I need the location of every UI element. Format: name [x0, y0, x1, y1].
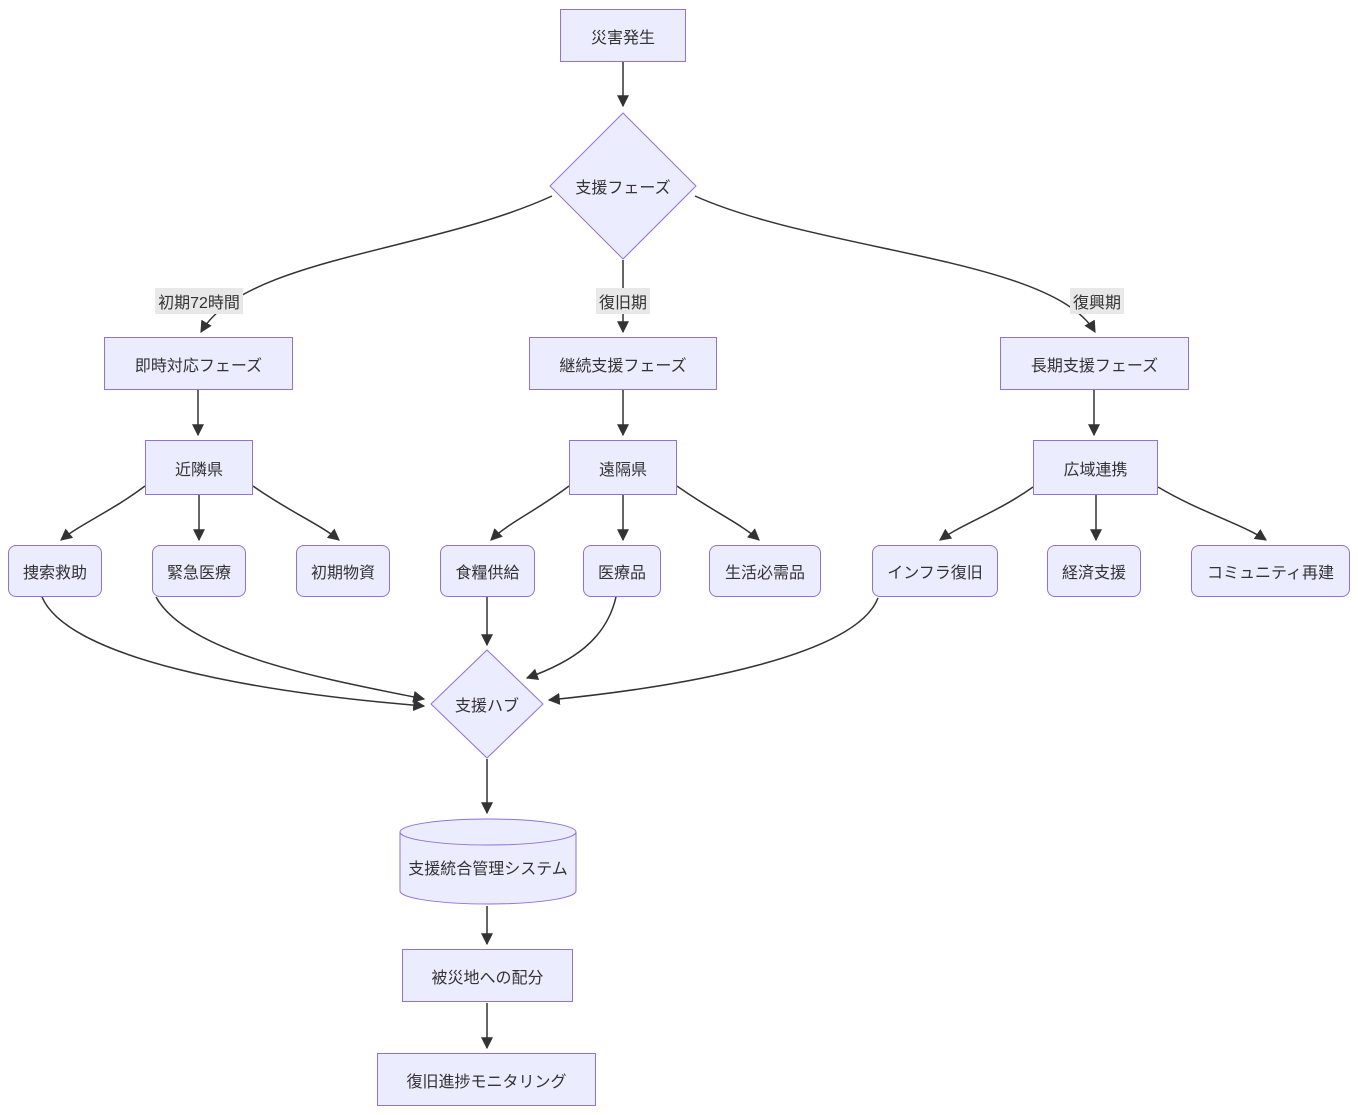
node-management-system: 支援統合管理システム [399, 818, 577, 906]
node-continuous-phase: 継続支援フェーズ [529, 337, 717, 390]
edge-label-initial-72h: 初期72時間 [155, 288, 243, 314]
node-emergency-medical: 緊急医療 [152, 545, 246, 597]
edge-label-recovery-period: 復旧期 [595, 288, 651, 314]
node-support-hub: 支援ハブ [430, 649, 544, 759]
node-immediate-phase: 即時対応フェーズ [104, 337, 293, 390]
support-hub-label: 支援ハブ [454, 698, 519, 715]
edge-remote-to-necessities [676, 485, 760, 541]
edge-neighbor-to-supplies [252, 485, 340, 541]
edge-search-to-hub [41, 596, 426, 712]
node-distribution: 被災地への配分 [402, 949, 573, 1002]
edge-phase-to-immediate [200, 195, 553, 334]
node-neighbor-pref: 近隣県 [145, 440, 253, 495]
node-monitoring: 復旧進捗モニタリング [377, 1053, 596, 1106]
phase-decision-label: 支援フェーズ [575, 180, 671, 197]
edge-label-reconstruction-period: 復興期 [1069, 288, 1125, 314]
edge-infra-to-hub [547, 597, 879, 705]
node-food-supply: 食糧供給 [440, 545, 535, 597]
node-longterm-phase: 長期支援フェーズ [1000, 337, 1189, 390]
management-system-cylinder-shape [399, 818, 577, 905]
node-economic-support: 経済支援 [1047, 545, 1141, 597]
edge-phase-to-longterm [694, 195, 1096, 334]
phase-decision-diamond-shape [549, 112, 697, 260]
edge-emergency-to-hub [155, 596, 426, 703]
node-search-rescue: 捜索救助 [8, 545, 102, 597]
node-wide-area: 広域連携 [1033, 440, 1158, 495]
node-community-rebuild: コミュニティ再建 [1191, 545, 1350, 597]
node-infra-recovery: インフラ復旧 [872, 545, 998, 597]
edge-medgoods-to-hub [525, 596, 617, 681]
edge-neighbor-to-search [60, 485, 146, 541]
edge-wide-to-community [1157, 486, 1267, 541]
management-system-label: 支援統合管理システム [408, 861, 568, 878]
node-remote-pref: 遠隔県 [569, 440, 677, 495]
support-hub-diamond-shape [430, 649, 544, 759]
node-disaster: 災害発生 [560, 9, 686, 62]
edge-remote-to-food [490, 485, 570, 541]
edge-wide-to-infra [939, 486, 1034, 541]
node-initial-supplies: 初期物資 [296, 545, 390, 597]
node-medical-goods: 医療品 [583, 545, 661, 597]
node-phase-decision: 支援フェーズ [549, 112, 697, 260]
node-daily-necessities: 生活必需品 [709, 545, 821, 597]
